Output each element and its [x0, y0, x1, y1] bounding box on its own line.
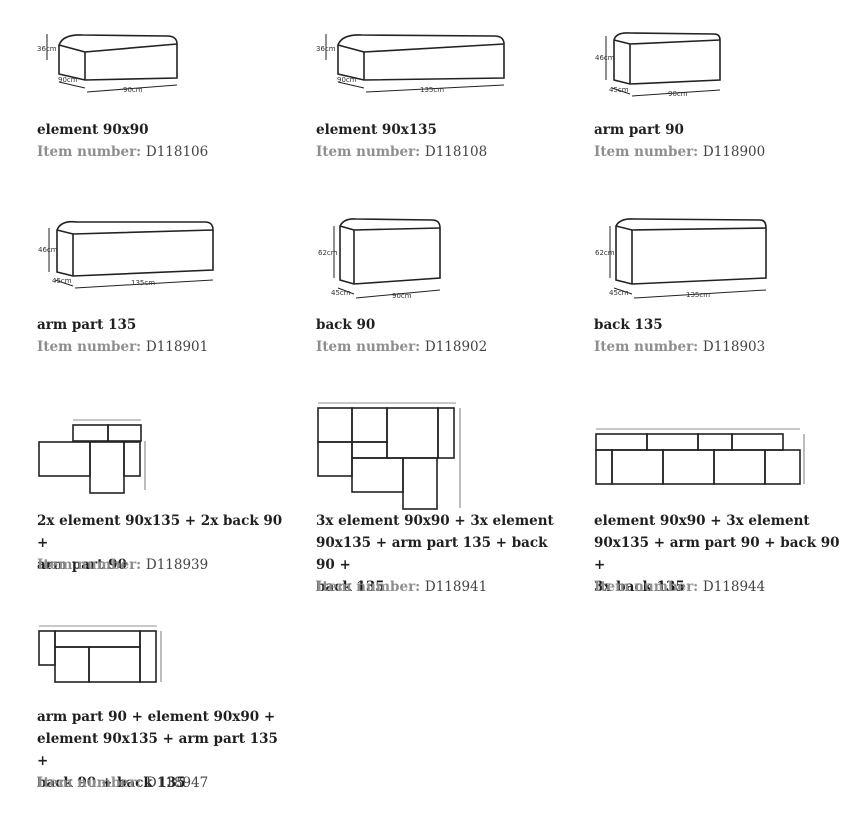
- width-dim: 135cm: [686, 291, 710, 299]
- product-drawing: 62cm 45cm 135cm: [594, 218, 794, 303]
- product-title: back 90: [316, 317, 376, 333]
- item-number: Item number: D118944: [594, 579, 766, 595]
- item-number: Item number: D118900: [594, 144, 766, 160]
- product-drawing: 46cm 45cm 90cm: [594, 30, 754, 100]
- product-title: element 90x90 + 3x element 90x135 + arm …: [594, 513, 840, 595]
- item-number: Item number: D118108: [316, 144, 488, 160]
- layout-plan: [316, 400, 476, 512]
- product-title: 3x element 90x90 + 3x element 90x135 + a…: [316, 513, 554, 595]
- item-number: Item number: D118902: [316, 339, 488, 355]
- product-title: back 135: [594, 317, 663, 333]
- layout-plan: [37, 415, 167, 500]
- height-dim: 62cm: [595, 249, 615, 257]
- product-drawing: 62cm 45cm 90cm: [316, 218, 476, 303]
- width-dim: 90cm: [668, 90, 688, 98]
- width-dim: 135cm: [420, 86, 444, 94]
- item-number: Item number: D118941: [316, 579, 488, 595]
- product-title: arm part 90 + element 90x90 + element 90…: [37, 709, 278, 791]
- product-drawing: 36cm 90cm 135cm: [316, 30, 516, 100]
- width-dim: 90cm: [392, 292, 412, 300]
- product-drawing: 46cm 45cm 135cm: [37, 218, 237, 293]
- depth-dim: 45cm: [52, 277, 72, 285]
- item-number: Item number: D118901: [37, 339, 209, 355]
- depth-dim: 90cm: [337, 76, 357, 84]
- item-number: Item number: D118947: [37, 775, 209, 791]
- layout-plan: [37, 622, 187, 692]
- layout-plan: [594, 425, 824, 490]
- depth-dim: 45cm: [609, 86, 629, 94]
- item-number: Item number: D118903: [594, 339, 766, 355]
- height-dim: 46cm: [595, 54, 615, 62]
- item-number: Item number: D118939: [37, 557, 209, 573]
- width-dim: 90cm: [123, 86, 143, 94]
- depth-dim: 90cm: [58, 76, 78, 84]
- item-number: Item number: D118106: [37, 144, 209, 160]
- product-title: element 90x135: [316, 122, 437, 138]
- product-title: arm part 135: [37, 317, 137, 333]
- product-title: element 90x90: [37, 122, 149, 138]
- height-dim: 36cm: [37, 45, 57, 53]
- height-dim: 46cm: [38, 246, 58, 254]
- product-title: arm part 90: [594, 122, 684, 138]
- height-dim: 62cm: [318, 249, 338, 257]
- product-drawing: 36cm 90cm 90cm: [37, 30, 197, 100]
- depth-dim: 45cm: [331, 289, 351, 297]
- product-title: 2x element 90x135 + 2x back 90 + arm par…: [37, 513, 283, 573]
- width-dim: 135cm: [131, 279, 155, 287]
- depth-dim: 45cm: [609, 289, 629, 297]
- height-dim: 36cm: [316, 45, 336, 53]
